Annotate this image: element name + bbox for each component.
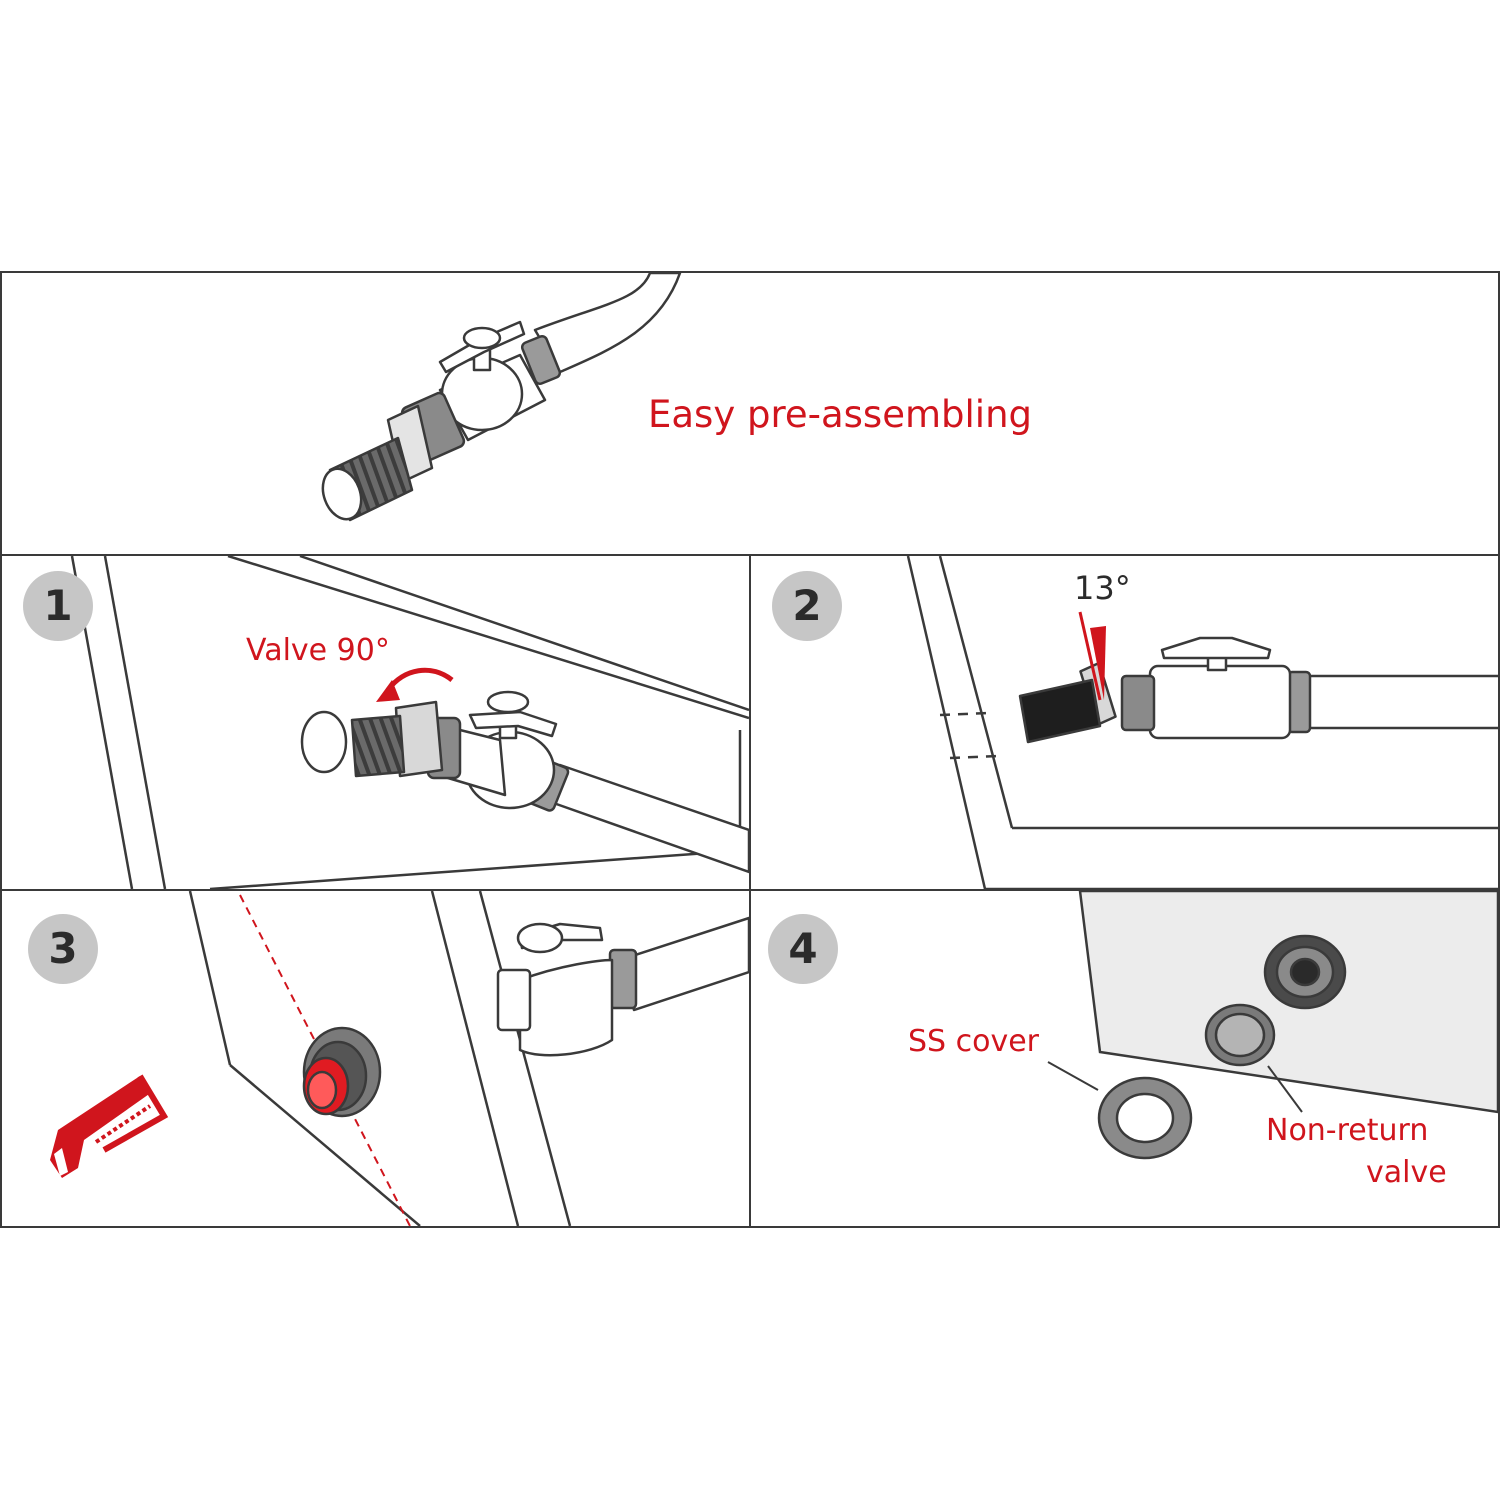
- non-return-label-line1: Non-return: [1266, 1116, 1428, 1146]
- valve-rotation-label: Valve 90°: [246, 636, 390, 666]
- step-3-badge: 3: [28, 914, 98, 984]
- step-4-badge: 4: [768, 914, 838, 984]
- saw-icon: [50, 1076, 164, 1178]
- non-return-label-line2: valve: [1366, 1158, 1447, 1188]
- step-2-badge: 2: [772, 571, 842, 641]
- pre-assembling-caption: Easy pre-assembling: [648, 396, 1032, 433]
- ss-cover-label: SS cover: [908, 1027, 1039, 1057]
- step-2-illustration: [908, 556, 1500, 889]
- pre-assembled-valve-illustration: [316, 273, 680, 525]
- step-1-illustration: [72, 556, 749, 889]
- angle-label: 13°: [1074, 572, 1131, 604]
- step-1-badge: 1: [23, 571, 93, 641]
- step-3-illustration: [50, 891, 749, 1226]
